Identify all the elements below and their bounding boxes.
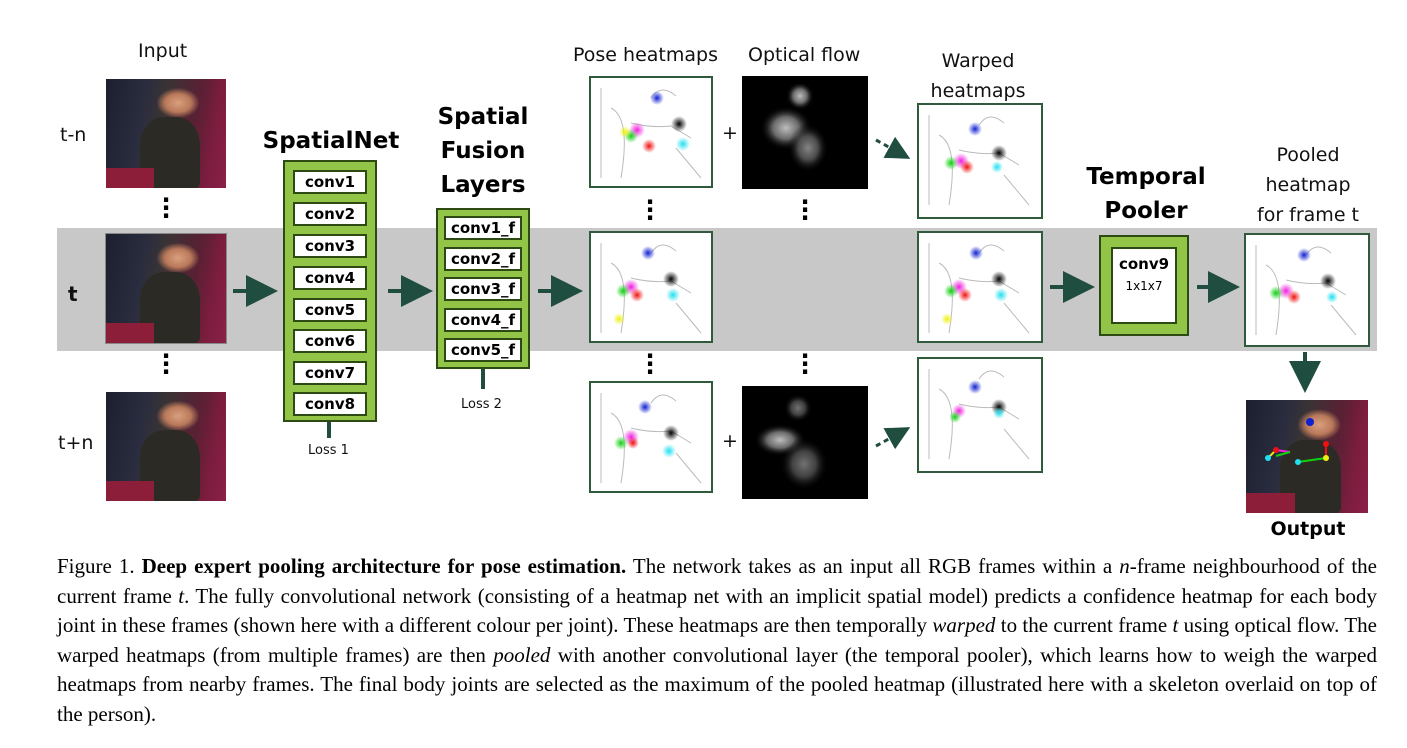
optical-flow-t-minus-n bbox=[742, 76, 868, 189]
caption-text: to the current frame bbox=[995, 613, 1173, 637]
loss2-stem bbox=[481, 369, 485, 389]
row-label-t-plus-n: t+n bbox=[58, 432, 94, 454]
spatialnet-conv-layer: conv4 bbox=[293, 266, 367, 290]
skeleton-overlay bbox=[1265, 418, 1329, 465]
caption-var-t: t bbox=[178, 583, 185, 608]
temporal-pooler-block: conv9 1x1x7 bbox=[1099, 235, 1189, 336]
ellipsis-dots: ··· bbox=[800, 188, 810, 232]
spatial-fusion-label: Spatial Fusion Layers bbox=[428, 100, 538, 202]
pooled-heatmap-label: Pooled heatmap for frame t bbox=[1240, 140, 1376, 230]
warped-heatmap-t-plus-n bbox=[917, 357, 1043, 473]
pooled-heatmap-line-3: for frame t bbox=[1257, 204, 1359, 226]
output-label: Output bbox=[1270, 518, 1346, 540]
pose-heatmap-t-plus-n bbox=[589, 381, 713, 493]
warped-heatmaps-line-2: heatmaps bbox=[930, 80, 1026, 102]
figure-caption: Figure 1. Deep expert pooling architectu… bbox=[57, 552, 1377, 729]
ellipsis-dots: ··· bbox=[645, 188, 655, 232]
warped-heatmap-t-minus-n bbox=[917, 103, 1043, 219]
caption-text: using optical flow. The warped heatmaps … bbox=[57, 613, 1377, 667]
warped-heatmaps-label: Warped heatmaps bbox=[920, 46, 1036, 106]
row-label-t-minus-n: t-n bbox=[60, 124, 87, 146]
plus-sign: + bbox=[722, 122, 738, 144]
spatialnet-conv-layer: conv6 bbox=[293, 329, 367, 353]
pose-heatmap-t-minus-n bbox=[589, 76, 713, 188]
fusion-conv-layer: conv3_f bbox=[444, 277, 522, 301]
temporal-pooler-label: Temporal Pooler bbox=[1078, 160, 1214, 228]
loss1-label: Loss 1 bbox=[308, 443, 349, 458]
input-frame-t bbox=[105, 233, 227, 344]
caption-pooled: pooled bbox=[493, 642, 551, 667]
caption-text: with another convolutional layer (the te… bbox=[57, 642, 1377, 726]
ellipsis-dots: ··· bbox=[161, 342, 171, 386]
caption-figure-number: Figure 1. bbox=[57, 554, 135, 578]
spatialnet-conv-layer: conv8 bbox=[293, 392, 367, 416]
caption-text: The network takes as an input all RGB fr… bbox=[632, 554, 1120, 578]
spatialnet-label: SpatialNet bbox=[262, 128, 400, 154]
fusion-conv-layer: conv2_f bbox=[444, 247, 522, 271]
ellipsis-dots: ··· bbox=[645, 342, 655, 386]
spatial-fusion-line-1: Spatial bbox=[437, 104, 529, 130]
arrow-flow-to-warped-top bbox=[875, 136, 911, 159]
spatial-fusion-line-2: Fusion bbox=[440, 138, 526, 164]
pooled-heatmap-line-2: heatmap bbox=[1265, 174, 1351, 196]
spatialnet-conv-layer: conv1 bbox=[293, 170, 367, 194]
caption-var-t: t bbox=[1172, 613, 1179, 637]
fusion-conv-layer: conv5_f bbox=[444, 338, 522, 362]
temporal-pooler-line-2: Pooler bbox=[1104, 198, 1188, 224]
pooled-heatmap bbox=[1244, 233, 1370, 347]
caption-warped: warped bbox=[932, 613, 996, 637]
fusion-conv-layer: conv4_f bbox=[444, 308, 522, 332]
temporal-pooler-inner: conv9 1x1x7 bbox=[1111, 247, 1177, 324]
warped-heatmaps-line-1: Warped bbox=[941, 50, 1015, 72]
spatialnet-block: conv1 conv2 conv3 conv4 conv5 conv6 conv… bbox=[283, 160, 377, 422]
arrow-flow-to-warped-bottom bbox=[875, 427, 911, 450]
input-frame-t-plus-n bbox=[106, 392, 226, 501]
pooled-heatmap-line-1: Pooled bbox=[1276, 144, 1340, 166]
row-label-t: t bbox=[68, 282, 78, 306]
spatialnet-conv-layer: conv7 bbox=[293, 361, 367, 385]
ellipsis-dots: ··· bbox=[800, 342, 810, 386]
pooler-layer-name: conv9 bbox=[1118, 255, 1170, 273]
pose-heatmaps-label: Pose heatmaps bbox=[573, 44, 718, 66]
spatialnet-conv-layer: conv2 bbox=[293, 202, 367, 226]
caption-text: . The fully convolutional network (consi… bbox=[57, 583, 1377, 638]
loss1-stem bbox=[327, 422, 331, 438]
spatial-fusion-block: conv1_f conv2_f conv3_f conv4_f conv5_f bbox=[436, 208, 530, 369]
caption-text: -frame neighbourhood of the current fram… bbox=[57, 554, 1377, 608]
optical-flow-label: Optical flow bbox=[748, 44, 861, 66]
input-frame-t-minus-n bbox=[106, 79, 226, 188]
spatial-fusion-line-3: Layers bbox=[440, 172, 526, 198]
spatialnet-conv-layer: conv3 bbox=[293, 234, 367, 258]
pooler-kernel-size: 1x1x7 bbox=[1125, 279, 1163, 293]
optical-flow-t-plus-n bbox=[742, 386, 868, 499]
caption-title: Deep expert pooling architecture for pos… bbox=[141, 554, 627, 578]
input-label: Input bbox=[138, 40, 188, 62]
fusion-conv-layer: conv1_f bbox=[444, 216, 522, 240]
warped-heatmap-t bbox=[917, 231, 1043, 343]
ellipsis-dots: ··· bbox=[161, 186, 171, 230]
spatialnet-conv-layer: conv5 bbox=[293, 298, 367, 322]
pose-heatmap-t bbox=[589, 231, 713, 343]
plus-sign: + bbox=[722, 430, 738, 452]
caption-var-n: n bbox=[1119, 554, 1130, 578]
loss2-label: Loss 2 bbox=[461, 397, 502, 412]
temporal-pooler-line-1: Temporal bbox=[1086, 164, 1206, 190]
arrows-layer bbox=[233, 136, 1321, 450]
